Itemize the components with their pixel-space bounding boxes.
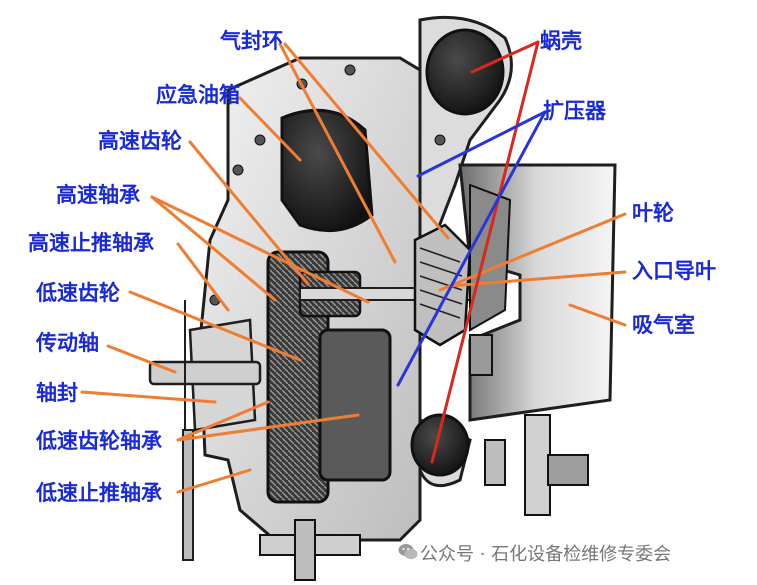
leader-diffuser-top [416, 110, 547, 178]
label-inlet-guide-vane: 入口导叶 [632, 259, 716, 283]
leader-suction-chamber [568, 303, 627, 327]
label-low-speed-gear: 低速齿轮 [36, 281, 120, 305]
label-gas-seal-ring: 气封环 [220, 29, 283, 53]
leader-oil-tank [238, 96, 302, 162]
label-low-speed-gear-bearing: 低速齿轮轴承 [36, 429, 162, 453]
machine-artwork [148, 15, 617, 581]
leader-high-speed-gear [188, 140, 310, 286]
label-high-speed-bearing: 高速轴承 [56, 183, 140, 207]
wechat-icon [398, 544, 418, 560]
volute-channel [425, 28, 505, 116]
drive-shaft-shape [148, 360, 262, 386]
leader-drive-shaft [106, 344, 177, 374]
leader-lines [80, 40, 627, 494]
label-high-speed-thrust-bearing: 高速止推轴承 [28, 231, 154, 255]
leader-diffuser-bottom [396, 110, 547, 387]
label-drive-shaft: 传动轴 [36, 331, 99, 355]
label-diffuser: 扩压器 [543, 99, 606, 123]
leader-high-speed-thrust [176, 242, 230, 312]
label-impeller: 叶轮 [632, 201, 674, 225]
oil-tank-shape [280, 108, 374, 233]
label-suction-chamber: 吸气室 [632, 313, 695, 337]
leader-volute-bottom [430, 40, 540, 464]
leader-high-speed-bearing [150, 195, 277, 302]
leader-shaft-seal [80, 390, 217, 404]
leader-low-speed-gear-bearing [176, 400, 270, 442]
leader-volute-top [470, 40, 540, 74]
label-shaft-seal: 轴封 [36, 381, 78, 405]
label-high-speed-gear: 高速齿轮 [98, 129, 182, 153]
leader-impeller [438, 212, 627, 292]
volute-shape [418, 15, 513, 488]
label-emergency-oil-tank: 应急油箱 [156, 83, 240, 107]
watermark-text: 公众号 · 石化设备检维修专委会 [420, 544, 672, 565]
leader-gas-seal-ring [278, 42, 397, 264]
leader-low-speed-thrust [176, 468, 252, 494]
label-volute: 蜗壳 [540, 29, 582, 53]
leader-low-speed-gear [128, 290, 302, 362]
label-low-speed-thrust-bearing: 低速止推轴承 [36, 481, 162, 505]
leader-inlet-guide-vane [448, 270, 627, 288]
